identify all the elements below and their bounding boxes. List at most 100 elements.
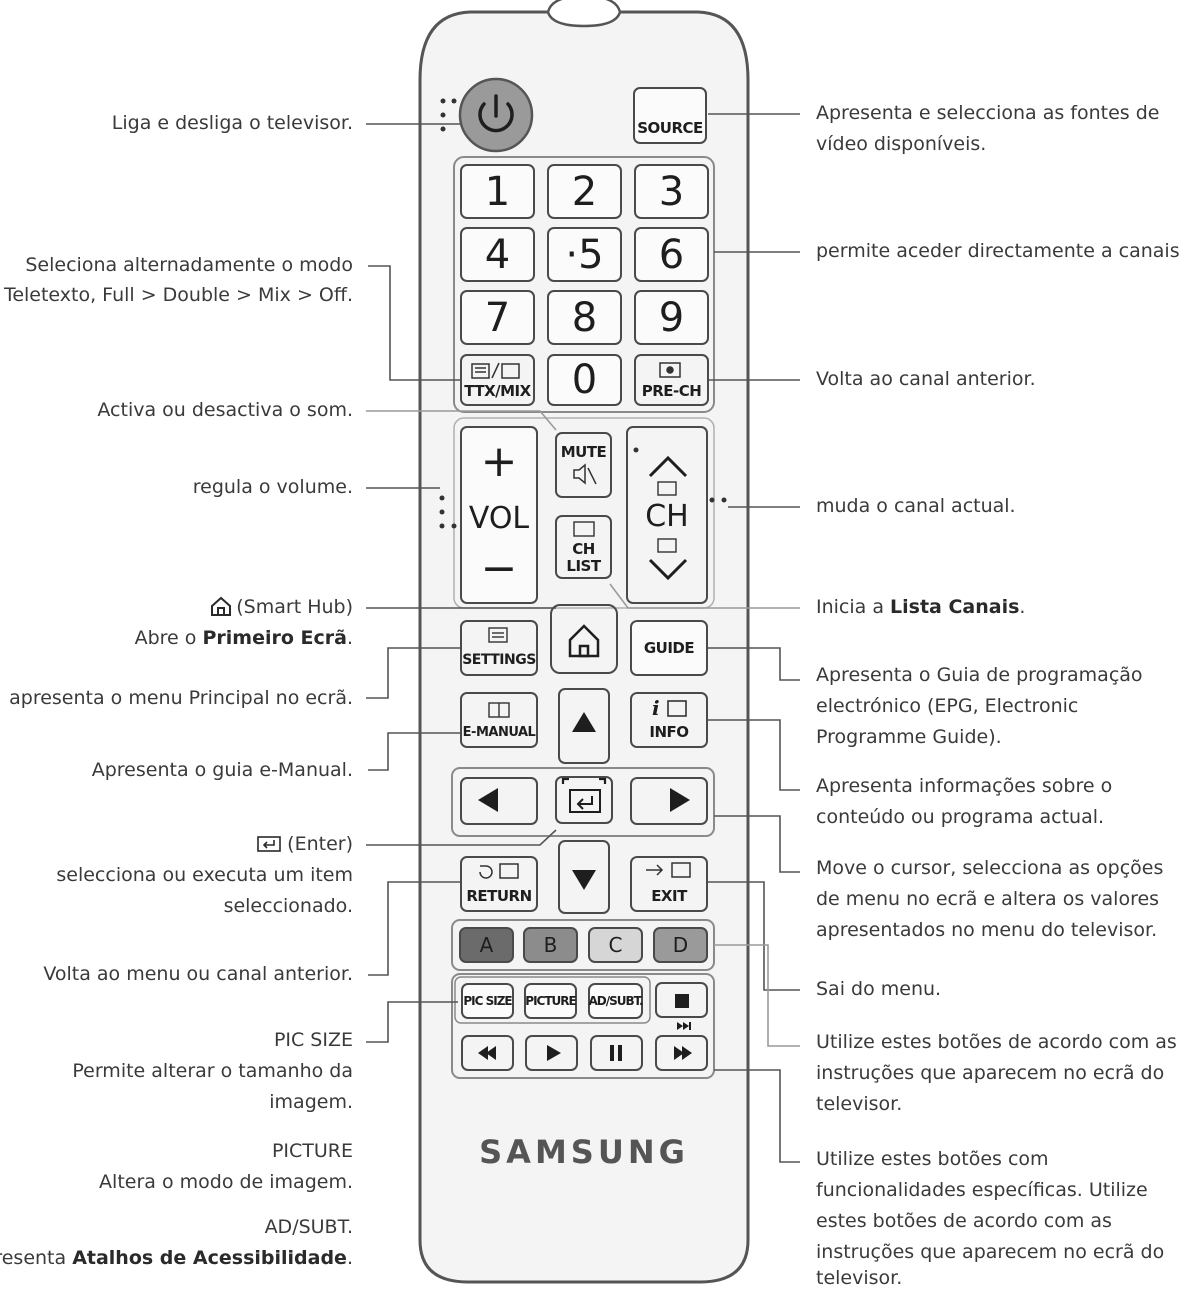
label-channel-list: Inicia a Lista Canais. [816, 592, 1025, 623]
vol-group [453, 417, 715, 609]
pause-button[interactable] [590, 1035, 643, 1071]
label-ad-subt-1a: Apresenta [0, 1247, 67, 1269]
label-return: Volta ao menu ou canal anterior. [43, 963, 353, 985]
down-button[interactable] [558, 840, 610, 914]
number-2-label: 2 [571, 168, 598, 215]
channel-list-label-2: LIST [566, 557, 601, 575]
number-4-button[interactable]: 4 [460, 227, 535, 282]
leader-lines-left [366, 123, 557, 1043]
ad-subt-button[interactable]: AD/SUBT. [588, 983, 644, 1019]
fast-forward-button[interactable] [655, 1035, 708, 1071]
number-8-button[interactable]: 8 [547, 290, 622, 345]
picture-button[interactable]: PICTURE [524, 983, 577, 1019]
settings-button[interactable]: SETTINGS [460, 620, 538, 676]
left-arrow-icon [478, 788, 498, 812]
pic-size-button[interactable]: PIC SIZE [461, 983, 514, 1019]
media-group [451, 973, 715, 1079]
number-1-button[interactable]: 1 [460, 164, 535, 219]
label-media-4: instruções que aparecem no ecrã do [816, 1241, 1165, 1263]
number-9-button[interactable]: 9 [634, 290, 709, 345]
return-label: RETURN [466, 886, 532, 905]
channel-list-button[interactable]: CH LIST [555, 515, 612, 579]
number-5-button[interactable]: ·5 [547, 227, 622, 282]
volume-up-icon[interactable]: + [480, 436, 518, 487]
media-glyphs [478, 994, 692, 1061]
picture-label: PICTURE [525, 994, 576, 1008]
color-a-label: A [479, 933, 494, 957]
label-dpad-2: de menu no ecrã e altera os valores [816, 888, 1160, 910]
label-e-manual: Apresenta o guia e-Manual. [91, 759, 353, 781]
volume-down-icon[interactable]: − [480, 543, 518, 594]
prech-icon [659, 362, 681, 378]
enter-label-icon [257, 836, 281, 852]
rewind-icon [478, 1046, 488, 1060]
color-d-label: D [672, 933, 689, 957]
color-c-button[interactable]: C [588, 927, 643, 963]
return-button[interactable]: RETURN [460, 856, 538, 912]
ad-subt-label: AD/SUBT. [588, 994, 643, 1008]
label-numbers: permite aceder directamente a canais. [816, 240, 1179, 262]
volume-rocker[interactable]: + VOL − [460, 426, 538, 604]
label-mute: Activa ou desactiva o som. [97, 399, 353, 421]
label-dpad-3: apresentados no menu do televisor. [816, 919, 1158, 941]
play-button[interactable] [525, 1035, 578, 1071]
color-d-button[interactable]: D [653, 927, 708, 963]
number-2-button[interactable]: 2 [547, 164, 622, 219]
label-enter-2: selecciona ou executa um item [56, 864, 353, 886]
e-manual-button[interactable]: E-MANUAL [460, 692, 538, 748]
down-arrow-icon [572, 870, 596, 890]
smart-hub-button[interactable] [550, 604, 618, 674]
up-button[interactable] [558, 688, 610, 764]
channel-rocker[interactable]: CH [626, 426, 708, 604]
guide-label: GUIDE [643, 638, 695, 657]
label-enter-1: (Enter) [257, 829, 353, 860]
rewind-button[interactable] [461, 1035, 514, 1071]
pause-icon [610, 1045, 614, 1061]
color-b-button[interactable]: B [523, 927, 578, 963]
label-volume: regula o volume. [192, 476, 353, 498]
mic-dots [439, 98, 727, 529]
info-label: INFO [649, 722, 689, 741]
remote-top-notch [546, 0, 622, 28]
label-info-2: conteúdo ou programa actual. [816, 806, 1105, 828]
stop-button[interactable] [655, 982, 708, 1018]
number-6-button[interactable]: 6 [634, 227, 709, 282]
number-3-button[interactable]: 3 [634, 164, 709, 219]
label-guide-1: Apresenta o Guia de programação [816, 664, 1143, 686]
label-settings: apresenta o menu Principal no ecrã. [9, 687, 353, 709]
label-channel-list-a: Inicia a [816, 596, 891, 618]
number-0-label: 0 [571, 357, 598, 403]
power-button[interactable] [458, 77, 534, 153]
channel-label: CH [645, 498, 689, 534]
pre-ch-button[interactable]: PRE-CH [634, 354, 709, 406]
label-source-1: Apresenta e selecciona as fontes de [816, 102, 1160, 124]
next-icon [677, 1022, 683, 1030]
guide-button[interactable]: GUIDE [630, 620, 708, 676]
right-button[interactable] [630, 777, 708, 825]
enter-button[interactable] [555, 776, 613, 824]
color-a-button[interactable]: A [459, 927, 514, 963]
function-group [454, 976, 651, 1024]
number-0-button[interactable]: 0 [547, 354, 622, 406]
settings-label: SETTINGS [462, 651, 536, 668]
volume-label: VOL [468, 500, 530, 536]
info-icon: i [652, 696, 687, 720]
label-enter-title: (Enter) [287, 833, 353, 855]
leader-lines-right [609, 113, 800, 1163]
mute-button[interactable]: MUTE [555, 432, 612, 498]
e-manual-label: E-MANUAL [462, 724, 536, 740]
source-button[interactable]: SOURCE [633, 87, 707, 144]
label-smart-hub-2: Abre o Primeiro Ecrã. [135, 623, 353, 654]
label-power: Liga e desliga o televisor. [111, 112, 353, 134]
label-picture-title: PICTURE [271, 1140, 353, 1162]
chlist-icon [573, 521, 595, 537]
return-icon [479, 863, 519, 879]
ttx-mix-button[interactable]: TTX/MIX [460, 354, 535, 406]
info-button[interactable]: INFO [630, 692, 708, 748]
left-button[interactable] [460, 777, 538, 825]
label-channel: muda o canal actual. [816, 495, 1016, 517]
number-7-button[interactable]: 7 [460, 290, 535, 345]
exit-button[interactable]: EXIT [630, 856, 708, 912]
number-8-label: 8 [571, 294, 598, 341]
enter-icon [561, 777, 607, 813]
